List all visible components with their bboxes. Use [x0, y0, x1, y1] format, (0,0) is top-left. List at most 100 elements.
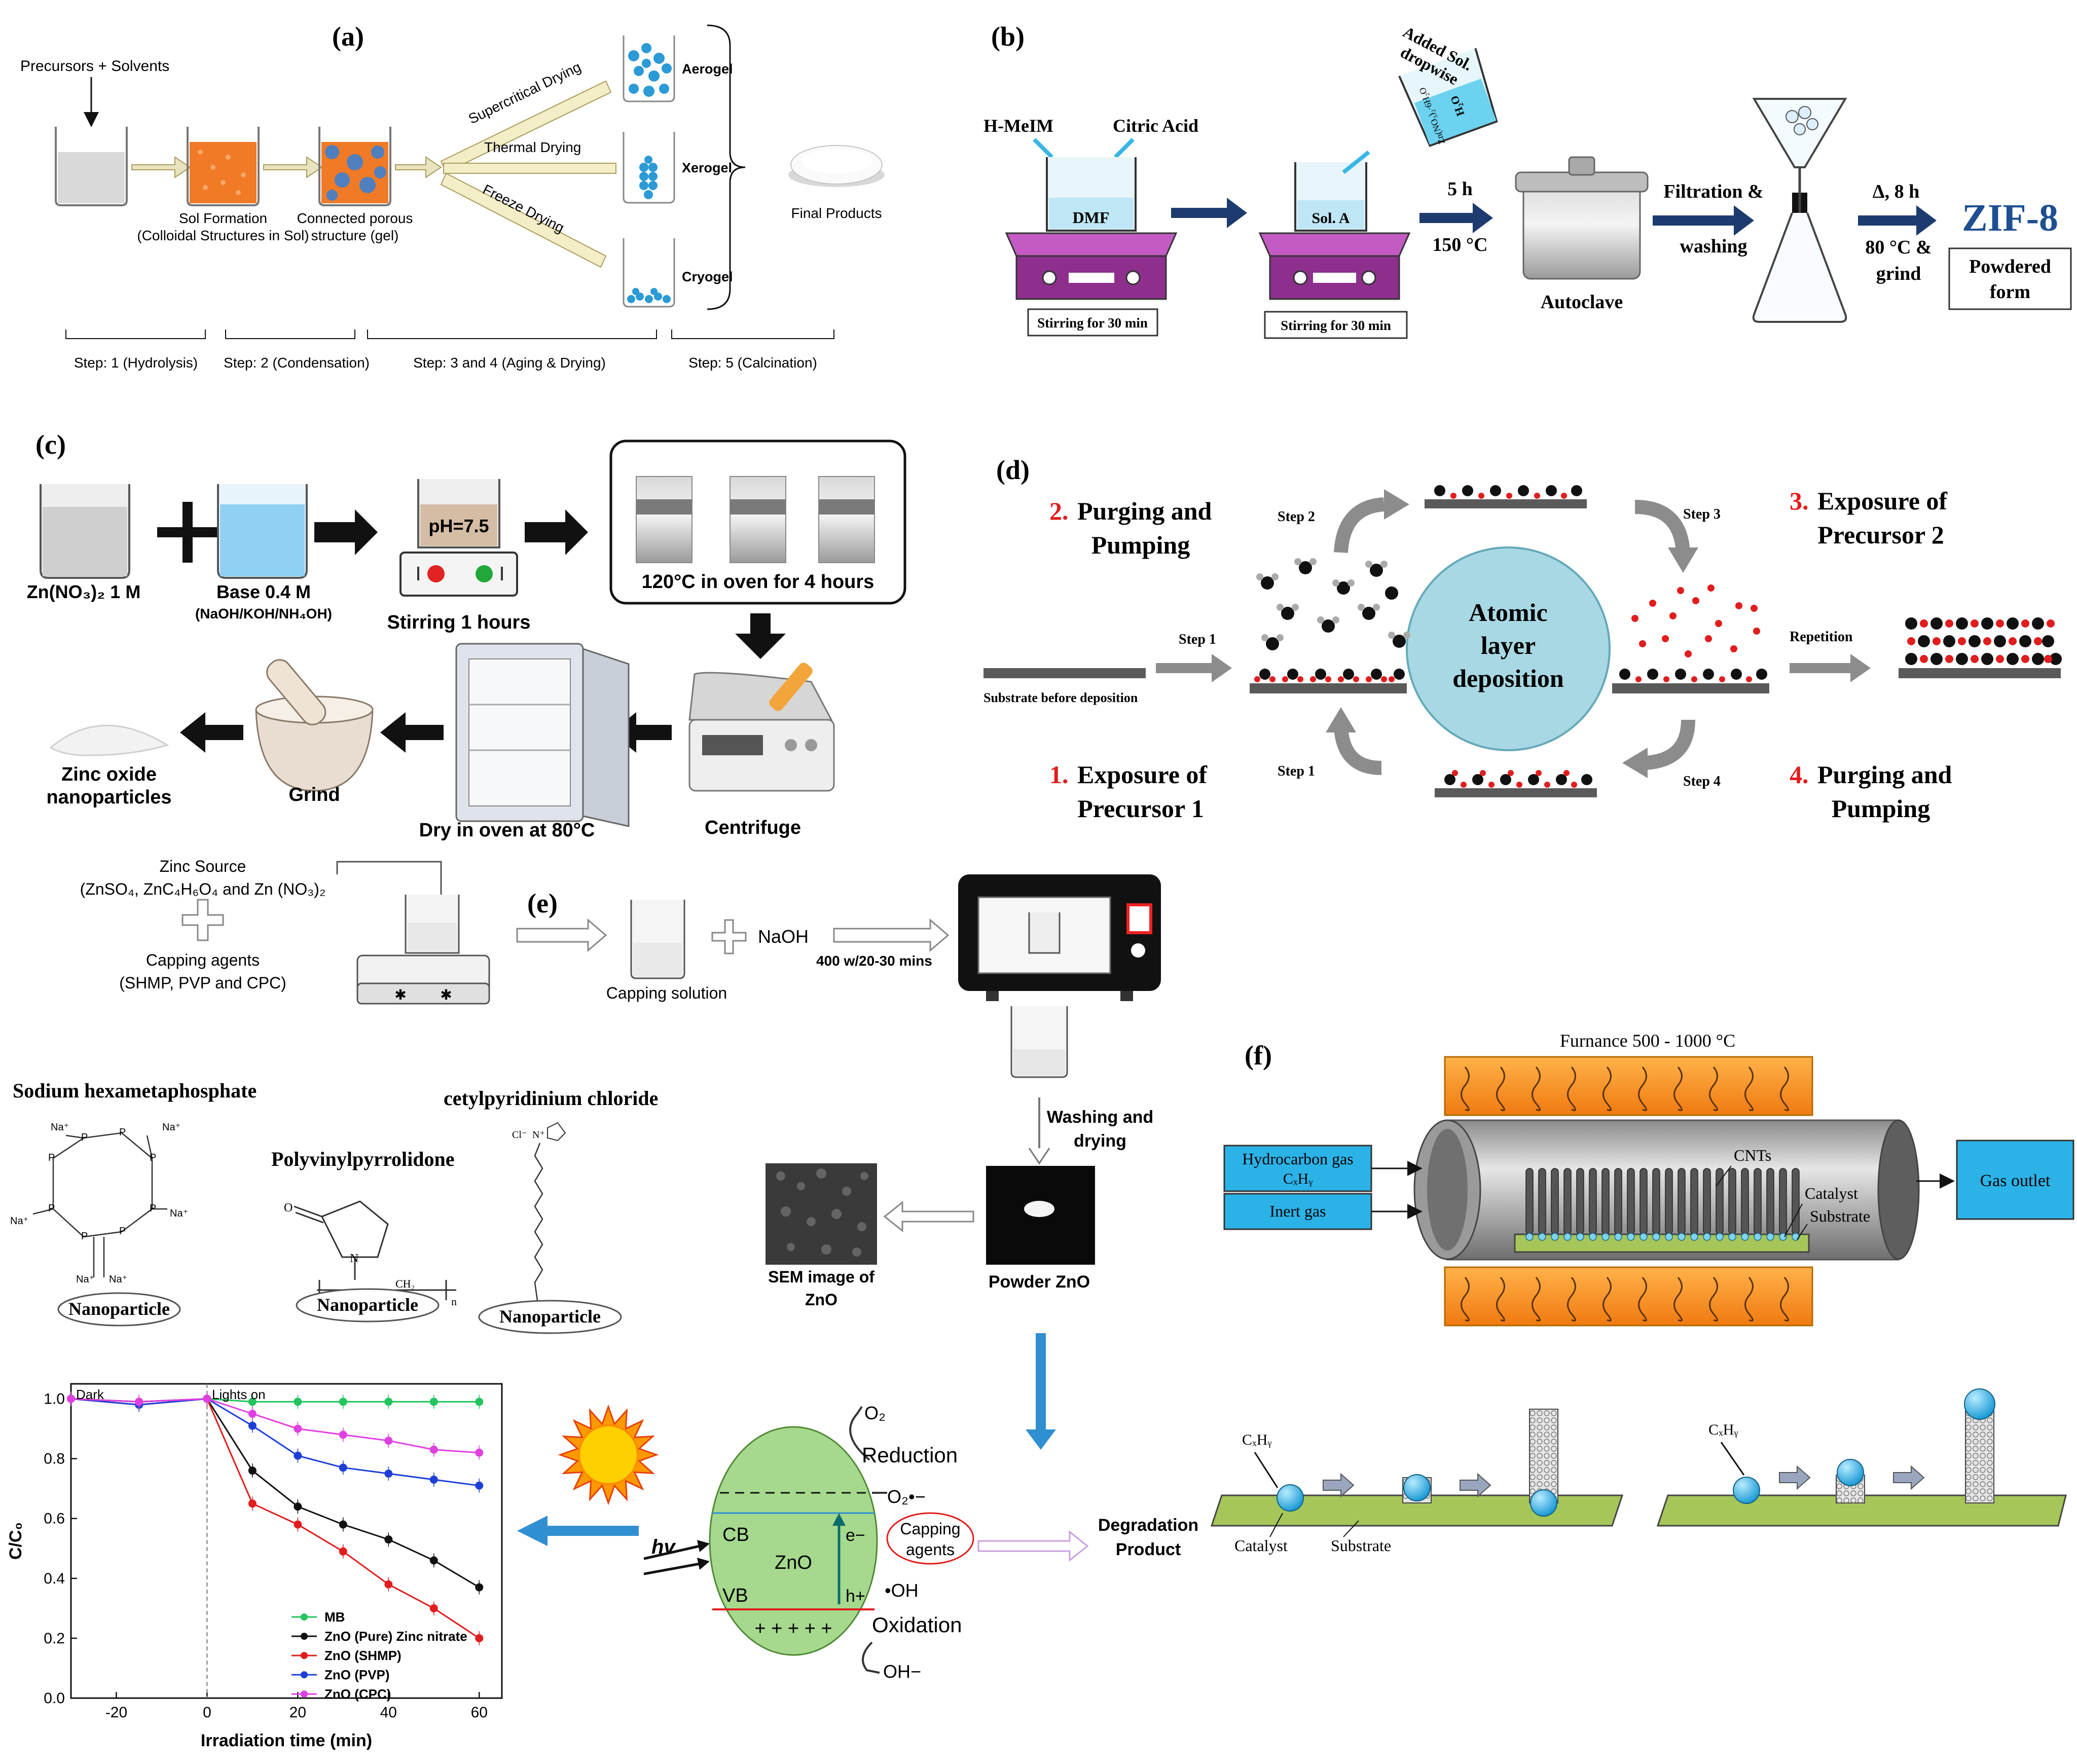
hex-mesh [1551, 1417, 1557, 1423]
hex-mesh [1965, 1453, 1972, 1459]
shmp-structure [32, 1132, 167, 1277]
hex-mesh [1980, 1488, 1986, 1494]
pvp-n: N [350, 1252, 358, 1265]
beaker-xerogel [623, 132, 675, 204]
hex-mesh [1965, 1467, 1972, 1473]
hex-mesh [1836, 1490, 1842, 1496]
hex-mesh [1544, 1474, 1550, 1480]
hex-mesh [1544, 1460, 1550, 1466]
filtration-flask [1752, 98, 1847, 323]
data-point [294, 1520, 302, 1529]
autoclaves [636, 476, 875, 563]
zinc-list-label: (ZnSO₄, ZnC₄H₆O₄ and Zn (NO₃)₂ [80, 880, 326, 898]
cnt-tube [1690, 1168, 1698, 1235]
time-label: 5 h [1447, 178, 1473, 200]
d-p2-2: Pumping [1091, 531, 1190, 559]
data-point [339, 1463, 347, 1472]
cnts-label: CNTs [1734, 1146, 1771, 1164]
hydrocarbon-box [1223, 1145, 1372, 1192]
hydrocarbon-label: Hydrocarbon gas [1242, 1150, 1353, 1168]
centrifuge [688, 663, 835, 792]
powder-zno-label: Powder ZnO [989, 1272, 1090, 1292]
hplus-label: h+ [846, 1587, 865, 1606]
hex-mesh [1973, 1488, 1979, 1494]
stirring-2-label: Stirring for 30 min [1281, 318, 1391, 333]
cxhy-label: CₓHᵧ [1283, 1170, 1313, 1187]
hex-mesh [1529, 1424, 1536, 1430]
svg-text:P: P [150, 1203, 156, 1214]
y-tick-label: 0.0 [44, 1690, 65, 1707]
panel-d-label: (d) [996, 455, 1030, 485]
hex-mesh [1965, 1439, 1972, 1445]
hex-mesh [1843, 1490, 1849, 1496]
panel-b-label: (b) [991, 21, 1025, 52]
citric-label: Citric Acid [1113, 116, 1198, 136]
zno-center-label: ZnO [775, 1552, 812, 1573]
data-point [294, 1451, 302, 1460]
microwave [958, 874, 1161, 1001]
pvp-o: O [284, 1201, 293, 1215]
data-point [248, 1466, 257, 1475]
hex-mesh [1537, 1481, 1543, 1487]
data-point [475, 1448, 484, 1457]
d-step2: Step 2 [1278, 509, 1315, 525]
hex-mesh [1857, 1483, 1864, 1489]
d-step4: Step 4 [1683, 774, 1721, 789]
data-point [67, 1394, 75, 1403]
base-label: Base 0.4 M [216, 581, 311, 602]
temp2-label: 80 °C & [1865, 237, 1932, 258]
oven-c-label: 120°C in oven for 4 hours [642, 571, 874, 593]
degradation-2: Product [1116, 1540, 1181, 1559]
data-point [384, 1469, 393, 1478]
cnt-tube [1728, 1168, 1736, 1235]
d-step3: Step 3 [1683, 506, 1721, 522]
hex-mesh [1857, 1497, 1864, 1503]
xerogel-label: Xerogel [682, 160, 732, 175]
substrate-b-label: Substrate [1331, 1536, 1391, 1555]
hex-mesh [1544, 1439, 1550, 1445]
vb-label: VB [722, 1585, 748, 1606]
data-point [203, 1394, 211, 1403]
hex-mesh [1551, 1410, 1557, 1416]
hex-mesh [1987, 1431, 1993, 1438]
stir-icon-1: ✱ [394, 987, 406, 1003]
hex-mesh [1973, 1431, 1979, 1438]
catalyst-particle [1754, 1233, 1762, 1241]
y-tick-label: 0.6 [44, 1511, 65, 1527]
hex-mesh [1987, 1467, 1993, 1473]
catalyst-particle [1627, 1233, 1635, 1241]
panel-c: (c) Zn(NO₃)₂ 1 M Base 0.4 M (NaOH/KOH/NH… [27, 429, 906, 841]
legend-label: ZnO (SHMP) [324, 1648, 402, 1663]
product-beaker [1010, 1006, 1068, 1078]
cnt-tube [1678, 1168, 1686, 1235]
drying-bands [440, 80, 616, 268]
shmp-label: Sodium hexametaphosphate [13, 1079, 257, 1102]
hex-mesh [1973, 1439, 1979, 1445]
legend-marker [301, 1633, 308, 1640]
hex-mesh [1987, 1460, 1993, 1466]
cnt-tube [1551, 1168, 1559, 1235]
svg-text:P: P [81, 1231, 88, 1242]
hex-mesh [1551, 1460, 1557, 1466]
legend-label: MB [324, 1609, 345, 1625]
capping-list-label: (SHMP, PVP and CPC) [119, 974, 286, 992]
data-point [429, 1604, 438, 1612]
oxidation-label: Oxidation [872, 1613, 962, 1637]
catalyst-ball [1733, 1477, 1760, 1504]
hex-mesh [1980, 1460, 1986, 1466]
data-point [339, 1430, 347, 1439]
hex-mesh [1965, 1431, 1972, 1438]
d-p4-num: 4. [1790, 760, 1809, 789]
capping-label: Capping agents [146, 951, 260, 969]
ald-center-1: Atomic [1469, 598, 1548, 627]
filtration-label: Filtration & [1663, 181, 1763, 202]
hex-mesh [1529, 1431, 1536, 1438]
degradation-1: Degradation [1098, 1516, 1198, 1535]
d-p1-1: Exposure of [1077, 760, 1208, 789]
cnt-tube [1754, 1168, 1762, 1235]
hex-mesh [1529, 1446, 1536, 1452]
hex-mesh [1973, 1453, 1979, 1459]
hex-mesh [1980, 1481, 1986, 1487]
sem-label-1: SEM image of [768, 1268, 874, 1286]
catalyst-particle [1690, 1233, 1698, 1241]
